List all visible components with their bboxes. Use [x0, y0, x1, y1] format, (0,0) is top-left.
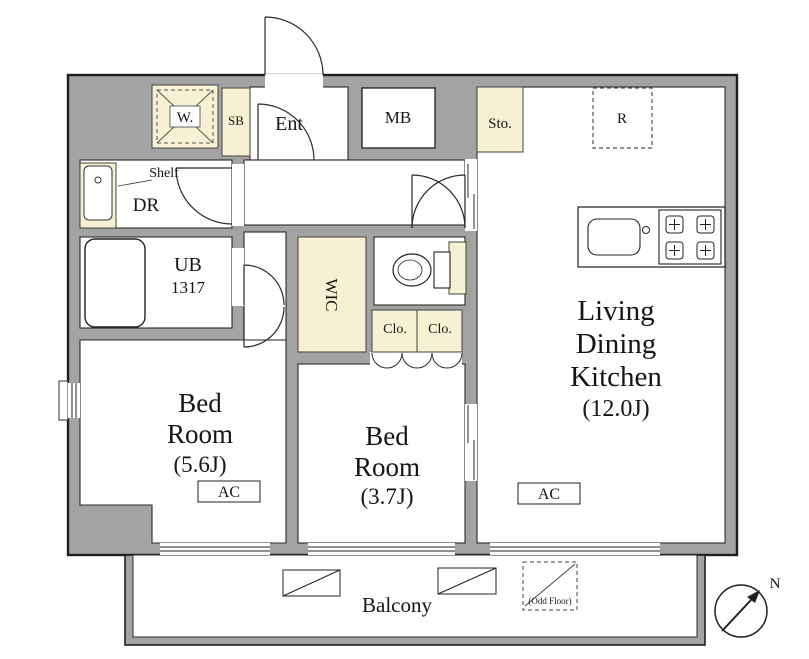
closet-right-label: Clo.: [428, 322, 452, 337]
room-floors: [79, 86, 726, 544]
bathtub-icon: [84, 238, 146, 328]
bedroom1-window: [160, 543, 270, 555]
ldk-floor: [476, 86, 726, 544]
dressing-room-label: DR: [133, 195, 160, 216]
ldk-window: [490, 543, 660, 555]
toilet-door: [411, 174, 466, 229]
ldk-name-line3: Kitchen: [570, 361, 662, 393]
ac-label-ldk: AC: [538, 486, 560, 503]
bedroom2-door-opening: [465, 404, 477, 481]
toilet-tank-icon: [433, 251, 451, 289]
labels: W. SB Ent MB Sto. R Shelf DR UB 1317 WIC…: [117, 105, 781, 617]
fixtures: [83, 165, 726, 328]
bedroom2-name-line2: Room: [354, 452, 420, 482]
balcony-items: [282, 561, 578, 611]
ldk-sliding-door: [467, 164, 475, 229]
ldk-name-line2: Dining: [576, 328, 657, 360]
closet-left-label: Clo.: [383, 322, 407, 337]
closet-opening: [370, 352, 462, 365]
door-swings: [175, 16, 475, 480]
bedroom2-floor: [297, 363, 466, 544]
ldk-name-line1: Living: [577, 295, 654, 327]
toilet-bowl-icon: [392, 253, 432, 287]
dressing-room-door: [175, 167, 233, 225]
compass-north-label: N: [770, 576, 781, 592]
corridor-floor: [243, 159, 466, 226]
meter-box-label: MB: [385, 108, 411, 127]
entrance-floor: [249, 86, 349, 161]
bedroom2-window: [308, 543, 455, 555]
stove-burners: [665, 215, 715, 260]
entrance-inner-door: [257, 103, 315, 161]
meter-box: [361, 87, 436, 149]
windows: [58, 380, 660, 555]
ac-box-ldk: [517, 482, 581, 505]
unit-bath-size: 1317: [171, 278, 206, 297]
bedroom1-size: (5.6J): [173, 452, 226, 477]
vanity-icon: [83, 165, 113, 221]
evacuation-hatch-label: (Odd Floor): [528, 596, 571, 606]
bedroom2-size: (3.7J): [360, 484, 413, 509]
compass-icon: [714, 584, 768, 638]
bath-door: [243, 264, 285, 306]
bedroom1-name-line1: Bed: [178, 388, 222, 418]
kitchen-sink-icon: [587, 218, 641, 256]
bedroom1-name-line2: Room: [167, 419, 233, 449]
hall-door: [411, 174, 466, 229]
refrigerator-space: [592, 87, 653, 149]
entrance-label: Ent: [275, 113, 303, 135]
shelf-label: Shelf: [149, 166, 179, 181]
washer-pan-icon: [156, 89, 214, 144]
ldk-door-opening: [465, 159, 477, 231]
shoe-box-label: SB: [228, 113, 244, 128]
wic-label: WIC: [322, 278, 341, 311]
ldk-size: (12.0J): [582, 396, 649, 422]
toilet-cabinet: [448, 241, 467, 295]
front-door-opening: [265, 74, 323, 88]
bedroom2-sliding-door: [467, 405, 475, 480]
refrigerator-label: R: [617, 111, 627, 127]
service-boxes: [156, 87, 653, 149]
bath-door-opening: [232, 248, 244, 306]
unit-bath-label: UB: [174, 254, 202, 276]
ac-label-bedroom1: AC: [218, 484, 240, 501]
storage-area: [476, 86, 524, 153]
shoe-box-area: [221, 87, 251, 157]
bedroom2-name-line1: Bed: [365, 421, 409, 451]
faucet-icon: [642, 226, 650, 234]
balcony-label: Balcony: [362, 593, 432, 617]
stove-icon: [658, 209, 722, 265]
wic-area: [297, 236, 367, 353]
bedroom1-door: [243, 306, 285, 348]
closet-curtain: [371, 352, 463, 369]
dr-door-opening: [232, 164, 244, 226]
side-vent: [58, 380, 69, 421]
washer-label: W.: [177, 110, 194, 126]
storage-label: Sto.: [488, 116, 512, 132]
ac-box-bedroom1: [197, 480, 261, 503]
front-door-swing: [264, 16, 324, 76]
bedroom1-side-window: [68, 383, 80, 418]
